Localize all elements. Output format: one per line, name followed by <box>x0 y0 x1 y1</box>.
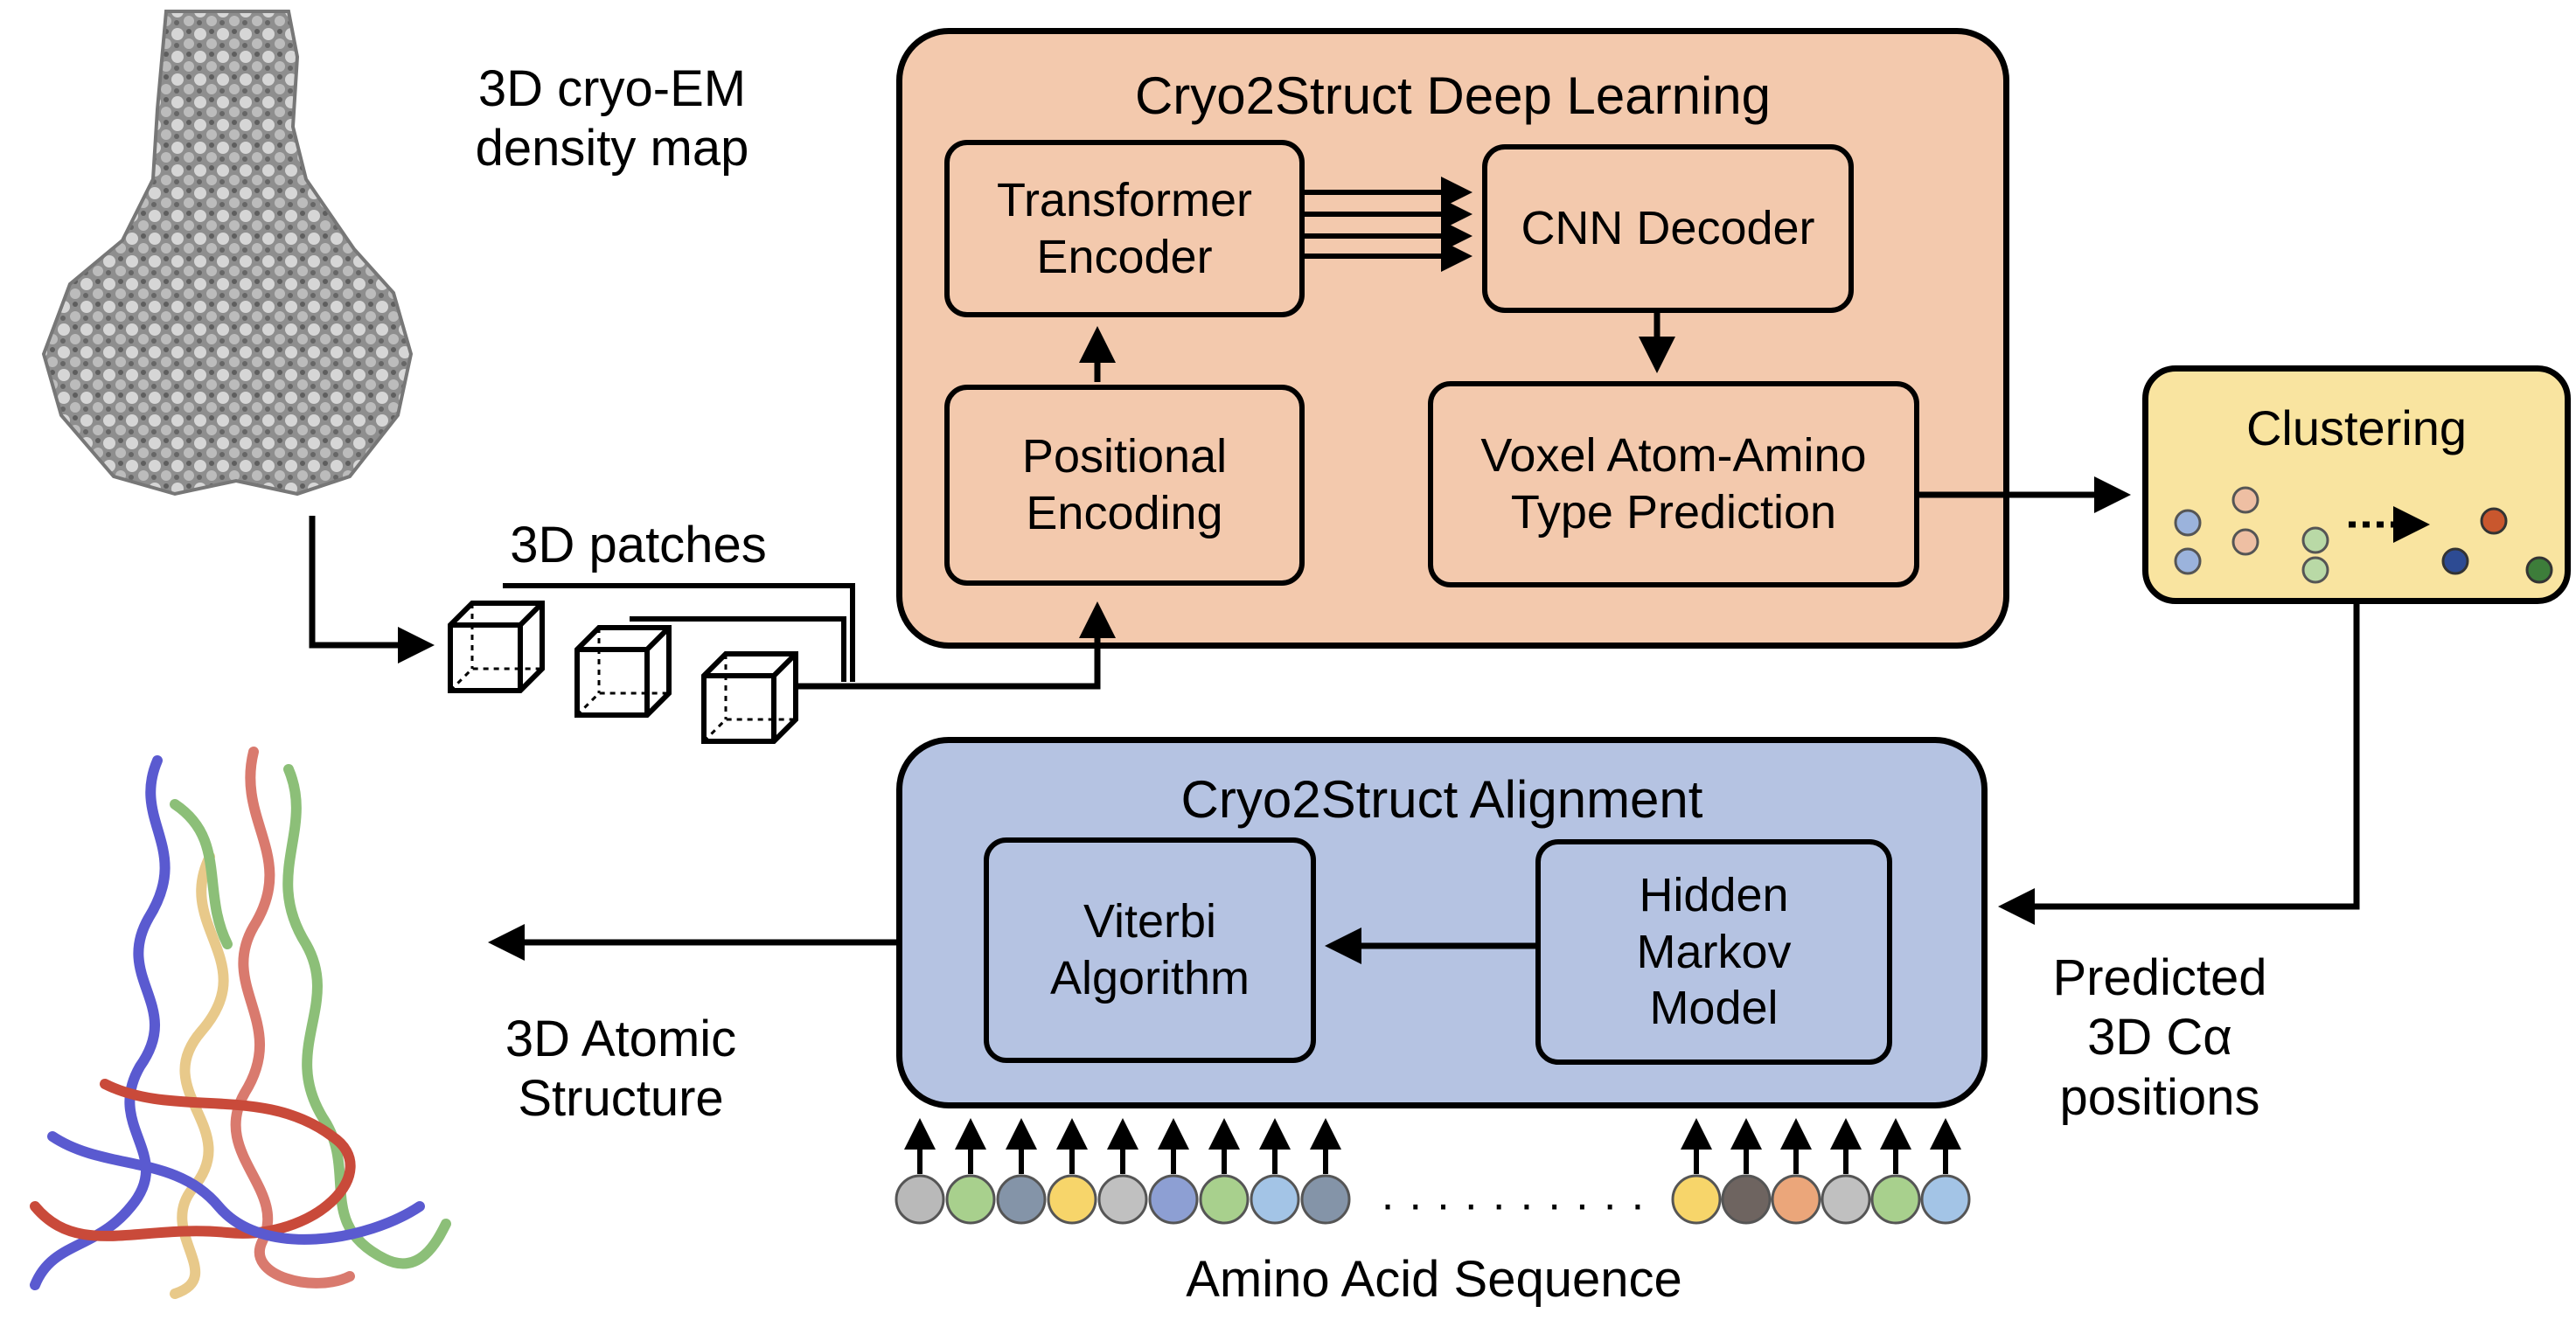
cluster-dot <box>2301 556 2329 584</box>
alignment-title: Cryo2Struct Alignment <box>1180 770 1703 829</box>
amino-acid-residue <box>1250 1174 1300 1225</box>
amino-sequence-label: Amino Acid Sequence <box>1186 1251 1682 1308</box>
transformer-encoder-box: Transformer Encoder <box>944 140 1305 317</box>
amino-sequence <box>895 1118 1971 1225</box>
clustering-panel: Clustering <box>2142 365 2571 604</box>
arrow-density-to-patches <box>309 516 435 663</box>
cluster-dot <box>2525 556 2553 584</box>
amino-acid-residue <box>1821 1174 1871 1225</box>
cluster-dots <box>2174 486 2553 584</box>
amino-acid-residue <box>1721 1174 1772 1225</box>
cluster-dot <box>2301 526 2329 554</box>
amino-acid-residue <box>1047 1174 1097 1225</box>
arrow-patches-to-positional <box>796 601 1116 690</box>
hmm-box: Hidden Markov Model <box>1535 839 1892 1065</box>
viterbi-box: Viterbi Algorithm <box>984 837 1316 1063</box>
amino-acid-residue <box>1870 1174 1921 1225</box>
sequence-ellipsis: · · · · · · · · · · <box>1380 1179 1646 1230</box>
patch-connector <box>630 616 846 682</box>
cluster-dot <box>2441 547 2469 575</box>
amino-acid-residue <box>1199 1174 1250 1225</box>
amino-acid-residue <box>1300 1174 1351 1225</box>
density-map-label: 3D cryo-EM density map <box>475 60 749 177</box>
patch-cube <box>574 625 672 718</box>
amino-acid-residue <box>1771 1174 1821 1225</box>
amino-acid-residue <box>1097 1174 1148 1225</box>
amino-acid-residue <box>945 1174 996 1225</box>
cluster-dot <box>2480 507 2508 535</box>
arrow-clustering-to-alignment <box>1998 604 2360 925</box>
voxel-prediction-box: Voxel Atom-Amino Type Prediction <box>1428 381 1919 587</box>
clustering-title: Clustering <box>2245 400 2468 455</box>
patches-label: 3D patches <box>510 517 767 573</box>
amino-acid-residue <box>1920 1174 1971 1225</box>
patch-cube <box>701 651 798 744</box>
positional-encoding-box: Positional Encoding <box>944 385 1305 586</box>
atomic-structure-image <box>30 747 451 1299</box>
cluster-dot <box>2174 547 2202 575</box>
cluster-dot <box>2231 528 2259 556</box>
deep-learning-title: Cryo2Struct Deep Learning <box>1134 66 1772 125</box>
amino-acid-residue <box>1671 1174 1722 1225</box>
patch-connector <box>503 583 855 682</box>
predicted-positions-label: Predicted 3D Cα positions <box>2052 949 2267 1126</box>
amino-acid-residue <box>1148 1174 1199 1225</box>
cluster-dot <box>2231 486 2259 514</box>
cnn-decoder-box: CNN Decoder <box>1482 144 1854 313</box>
atomic-structure-label: 3D Atomic Structure <box>505 1011 737 1128</box>
amino-acid-residue <box>996 1174 1047 1225</box>
patch-cube <box>448 601 545 693</box>
density-map-image <box>41 10 414 497</box>
cluster-dot <box>2174 509 2202 537</box>
amino-acid-residue <box>895 1174 945 1225</box>
